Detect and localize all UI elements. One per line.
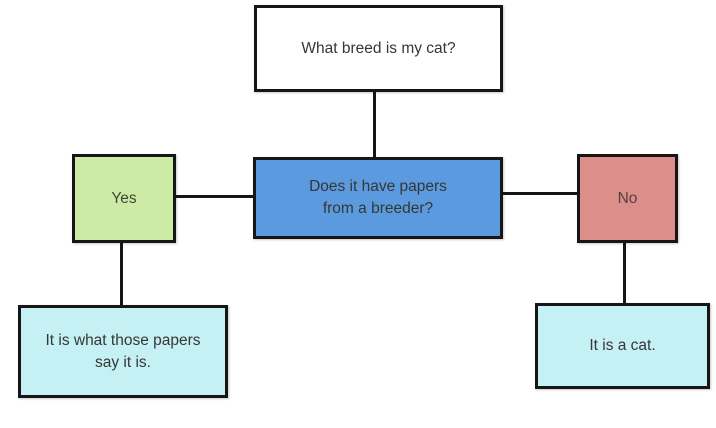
yes-node-label: Yes — [111, 189, 137, 207]
connector-decision-no — [500, 192, 580, 195]
cat-outcome-node-label: It is a cat. — [589, 337, 656, 355]
cat-outcome-node: It is a cat. — [535, 303, 710, 389]
decision-node-label: Does it have papers from a breeder? — [309, 178, 447, 217]
no-node: No — [577, 154, 678, 243]
no-node-label: No — [617, 189, 638, 207]
yes-node: Yes — [72, 154, 176, 243]
papers-outcome-node-label: It is what those papers say it is. — [45, 331, 201, 371]
connector-no-cat-outcome — [623, 239, 626, 306]
decision-node: Does it have papers from a breeder? — [253, 157, 503, 239]
question-node-label: What breed is my cat? — [301, 39, 456, 57]
connector-question-decision — [373, 90, 376, 160]
connector-yes-decision — [172, 195, 256, 198]
papers-outcome-node: It is what those papers say it is. — [18, 305, 228, 398]
connector-yes-papers-outcome — [120, 239, 123, 308]
question-node: What breed is my cat? — [254, 5, 503, 92]
